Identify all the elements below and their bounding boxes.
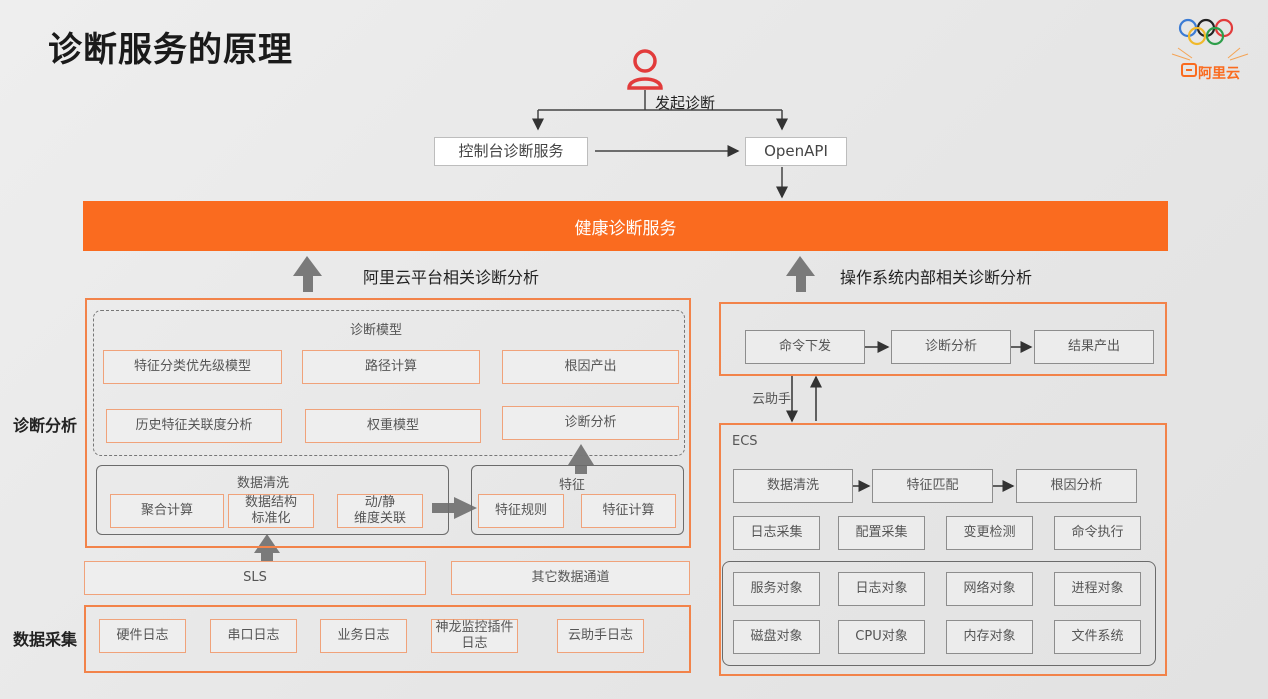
- diagnosis-model-title: 诊断模型: [350, 323, 403, 338]
- user-icon: [627, 49, 663, 90]
- model-item: 权重模型: [305, 409, 481, 443]
- side-label-collection: 数据采集: [13, 630, 78, 649]
- os-flow-item: 结果产出: [1034, 330, 1154, 364]
- left-heading: 阿里云平台相关诊断分析: [363, 268, 540, 287]
- feature-frame: [471, 465, 684, 535]
- os-flow-frame: [719, 302, 1167, 376]
- ecs-object-item: 日志对象: [838, 572, 925, 606]
- ecs-object-item: 内存对象: [946, 620, 1033, 654]
- collection-item: 业务日志: [320, 619, 407, 653]
- model-item: 特征分类优先级模型: [103, 350, 282, 384]
- model-item: 根因产出: [502, 350, 679, 384]
- cloud-assistant-label: 云助手: [752, 392, 792, 407]
- data-collection-frame: [84, 605, 691, 673]
- health-diagnosis-banner: 健康诊断服务: [83, 201, 1168, 251]
- ecs-flow-item: 数据清洗: [733, 469, 853, 503]
- collection-item: 串口日志: [210, 619, 297, 653]
- model-item: 诊断分析: [502, 406, 679, 440]
- platform-analysis-frame: [85, 298, 691, 548]
- collection-item: 云助手日志: [557, 619, 644, 653]
- data-cleaning-frame: [96, 465, 449, 535]
- ecs-object-item: 网络对象: [946, 572, 1033, 606]
- ecs-objects-frame: [722, 561, 1156, 666]
- ecs-object-item: 文件系统: [1054, 620, 1141, 654]
- cleaning-item: 聚合计算: [110, 494, 224, 528]
- ecs-action-item: 配置采集: [838, 516, 925, 550]
- model-item: 路径计算: [302, 350, 480, 384]
- feature-title: 特征: [559, 478, 586, 493]
- ecs-action-item: 变更检测: [946, 516, 1033, 550]
- collection-item: 硬件日志: [99, 619, 186, 653]
- side-label-analysis: 诊断分析: [13, 416, 78, 435]
- up-arrow-sls: [254, 534, 280, 568]
- up-arrow-feature: [568, 444, 594, 474]
- console-diagnosis-box: 控制台诊断服务: [434, 137, 588, 166]
- data-cleaning-title: 数据清洗: [237, 476, 290, 491]
- olympic-rings-icon: [1171, 18, 1249, 77]
- ecs-flow-item: 根因分析: [1016, 469, 1137, 503]
- ecs-flow-item: 特征匹配: [872, 469, 993, 503]
- other-channel: 其它数据通道: [451, 561, 690, 595]
- right-arrow-cleaning: [432, 497, 477, 519]
- model-item: 历史特征关联度分析: [106, 409, 282, 443]
- sls-channel: SLS: [84, 561, 426, 595]
- collection-item: 神龙监控插件 日志: [431, 619, 518, 653]
- openapi-box: OpenAPI: [745, 137, 847, 166]
- ecs-frame: [719, 423, 1167, 676]
- ecs-object-item: CPU对象: [838, 620, 925, 654]
- cleaning-item: 动/静 维度关联: [337, 494, 423, 528]
- feature-item: 特征规则: [478, 494, 564, 528]
- ecs-action-item: 命令执行: [1054, 516, 1141, 550]
- up-arrow-left: [293, 256, 322, 292]
- cleaning-item: 数据结构 标准化: [228, 494, 314, 528]
- ecs-object-item: 进程对象: [1054, 572, 1141, 606]
- up-arrow-right: [786, 256, 815, 292]
- ecs-object-item: 服务对象: [733, 572, 820, 606]
- initiate-label: 发起诊断: [655, 94, 716, 112]
- os-flow-item: 诊断分析: [891, 330, 1011, 364]
- right-heading: 操作系统内部相关诊断分析: [840, 268, 1033, 287]
- ecs-title: ECS: [732, 434, 758, 449]
- os-flow-item: 命令下发: [745, 330, 865, 364]
- feature-item: 特征计算: [581, 494, 676, 528]
- logo-text: 阿里云: [1198, 66, 1240, 82]
- page-title: 诊断服务的原理: [48, 30, 293, 70]
- diagnosis-model-frame: [93, 310, 685, 456]
- alibaba-cloud-logo: 阿里云: [1170, 14, 1250, 94]
- ecs-object-item: 磁盘对象: [733, 620, 820, 654]
- ecs-action-item: 日志采集: [733, 516, 820, 550]
